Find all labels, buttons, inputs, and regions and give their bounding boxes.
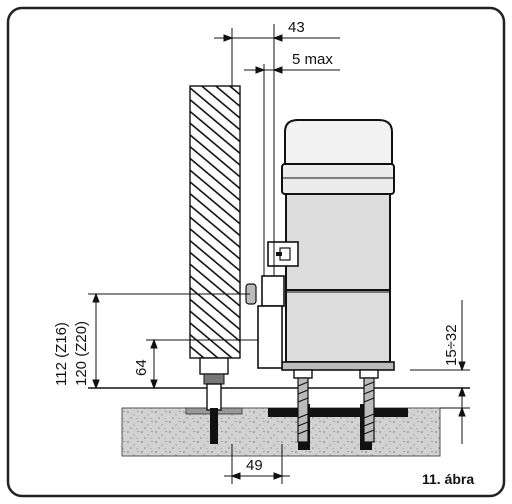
dim-64-label: 64 [133, 359, 150, 376]
gate-bottom-post [199, 357, 229, 444]
dim-49-label: 49 [246, 457, 263, 474]
dimension-lines [88, 24, 470, 484]
gate-leaf [189, 85, 241, 359]
limit-switch [267, 241, 299, 267]
dim-43-label: 43 [288, 19, 305, 36]
rack-pinion [245, 275, 285, 369]
anchor-bolts [293, 369, 379, 443]
dim-120-label: 120 (Z20) [73, 321, 90, 386]
dim-15-32-label: 15÷32 [443, 324, 460, 366]
dim-5max-label: 5 max [292, 51, 333, 68]
dim-112-label: 112 (Z16) [53, 322, 70, 386]
figure-caption: 11. ábra [422, 471, 474, 487]
motor-housing [281, 119, 395, 371]
